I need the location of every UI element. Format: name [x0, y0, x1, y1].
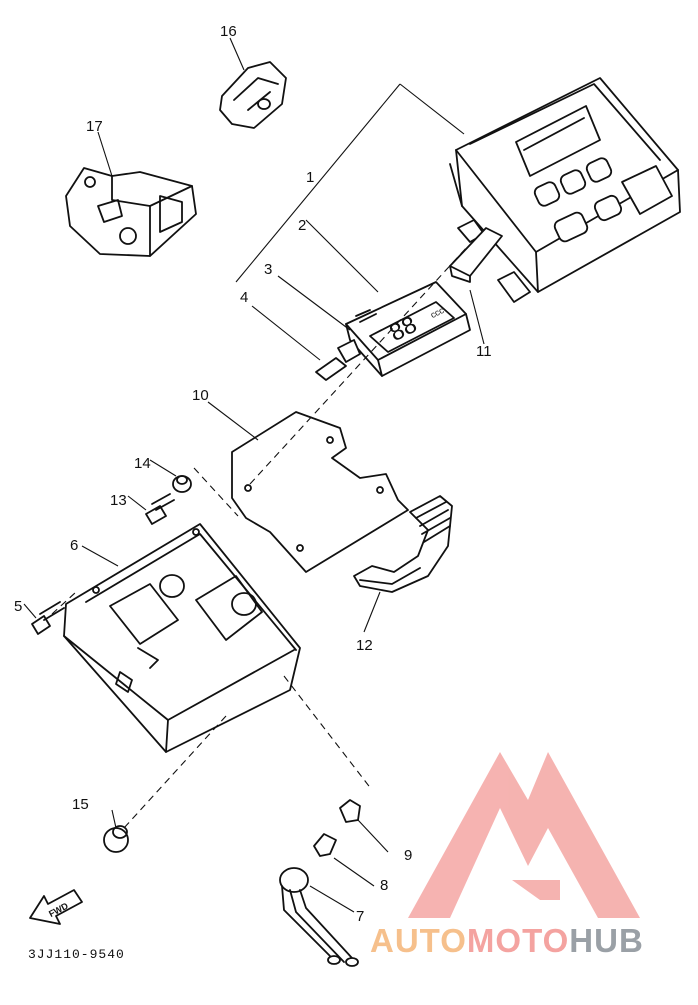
part-2-lcd-module: 88 ccc: [345, 281, 471, 377]
callout-15: 15: [72, 796, 89, 813]
part-15-grommet: [103, 825, 129, 853]
part-17-bracket: [65, 167, 197, 257]
callout-10: 10: [192, 387, 209, 404]
watermark-auto: AUTO: [370, 922, 467, 959]
callout-2: 2: [298, 217, 306, 234]
callout-1: 1: [306, 169, 314, 186]
fwd-arrow-icon: FWD: [29, 889, 83, 925]
callout-11: 11: [476, 343, 492, 360]
watermark-logo: [408, 752, 640, 918]
part-14-nut: [172, 475, 192, 493]
part-5-screw: [31, 601, 65, 635]
callout-7: 7: [356, 908, 364, 925]
part-9-cap: [339, 799, 361, 823]
part-4-connector-pin: [315, 339, 361, 381]
watermark-moto: MOTO: [466, 922, 570, 959]
part-16-damper: [219, 61, 287, 129]
part-10-circuit-board: [231, 411, 409, 573]
callout-labels: 16 17 1 2 3 4 11 10 14 13 6 5 12 15 9 8 …: [14, 23, 492, 925]
part-6-meter-case: [63, 523, 301, 753]
part-12-ribbon-cable: [353, 495, 453, 593]
assembly-lines: [51, 245, 469, 829]
part-7-socket-harness: [279, 867, 359, 967]
callout-4: 4: [240, 289, 248, 306]
part-11-holder: [449, 227, 503, 283]
drawing-code: 3JJ110-9540: [28, 947, 125, 962]
callout-12: 12: [356, 637, 373, 654]
callout-3: 3: [264, 261, 272, 278]
callout-6: 6: [70, 537, 78, 554]
part-1-meter-assembly: [449, 77, 681, 303]
part-8-bulb: [313, 833, 337, 857]
callout-17: 17: [86, 118, 103, 135]
callout-13: 13: [110, 492, 127, 509]
watermark-hub: HUB: [569, 922, 644, 959]
callout-14: 14: [134, 455, 151, 472]
callout-16: 16: [220, 23, 237, 40]
part-13-screw: [145, 493, 175, 525]
callout-8: 8: [380, 877, 388, 894]
callout-9: 9: [404, 847, 412, 864]
watermark-text: AUTOMOTOHUB: [370, 922, 644, 960]
leader-lines: [23, 37, 485, 913]
callout-5: 5: [14, 598, 22, 615]
